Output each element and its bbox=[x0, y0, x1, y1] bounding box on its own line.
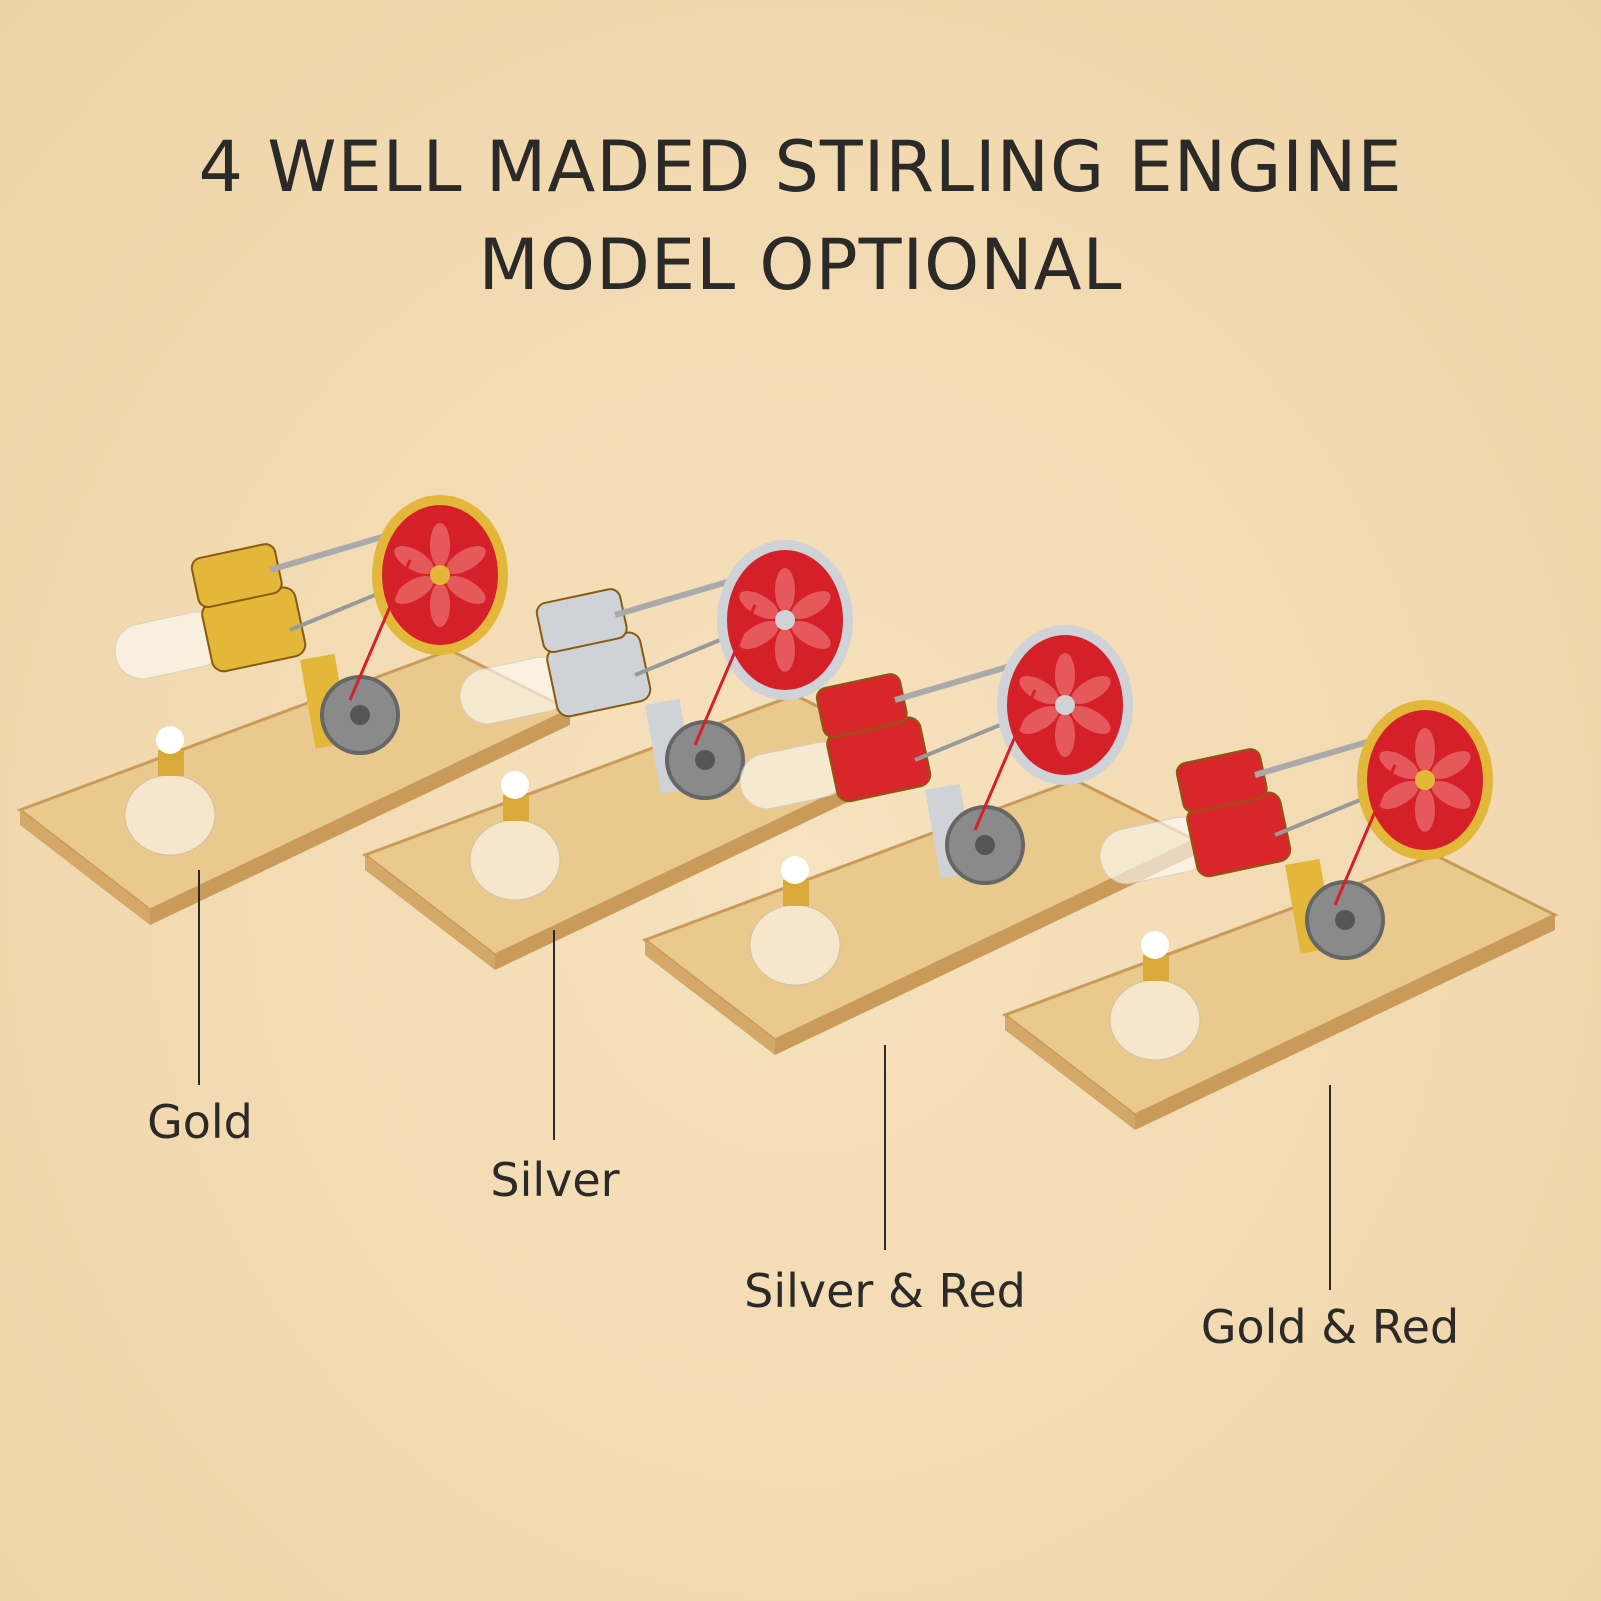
label-gold-red: Gold & Red bbox=[1200, 1300, 1460, 1354]
label-silver-red: Silver & Red bbox=[744, 1264, 1026, 1318]
pointer-line-silver-red bbox=[884, 1045, 886, 1250]
flywheel bbox=[717, 540, 853, 700]
alcohol-lamp bbox=[749, 904, 841, 986]
label-silver: Silver bbox=[490, 1153, 620, 1207]
alcohol-lamp bbox=[469, 819, 561, 901]
pointer-line-gold-red bbox=[1329, 1085, 1331, 1290]
pointer-line-silver bbox=[553, 930, 555, 1140]
engine-silver bbox=[361, 540, 919, 970]
engine-silver-red bbox=[641, 625, 1199, 1055]
flywheel bbox=[997, 625, 1133, 785]
alcohol-lamp bbox=[1109, 979, 1201, 1061]
alcohol-lamp bbox=[124, 774, 216, 856]
flywheel bbox=[372, 495, 508, 655]
engine-gold-red bbox=[1001, 700, 1559, 1130]
label-gold: Gold bbox=[147, 1095, 253, 1149]
flywheel bbox=[1357, 700, 1493, 860]
headline-line-2: MODEL OPTIONAL bbox=[478, 224, 1123, 306]
pointer-line-gold bbox=[198, 870, 200, 1085]
engine-gold bbox=[16, 495, 574, 925]
headline-line-1: 4 WELL MADED STIRLING ENGINE bbox=[198, 126, 1403, 208]
